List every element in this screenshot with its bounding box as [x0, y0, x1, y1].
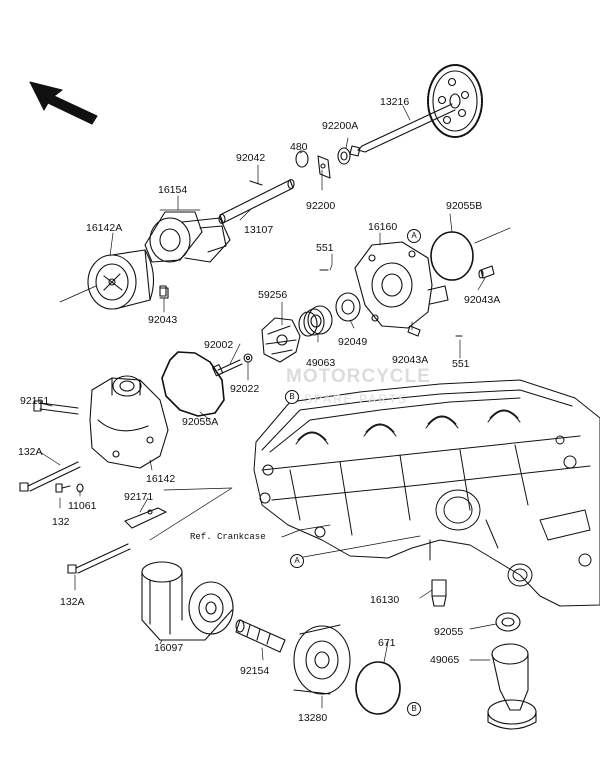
- o-ring-671: [355, 661, 401, 715]
- part-label[interactable]: 49065: [430, 654, 460, 666]
- part-label[interactable]: 92055B: [446, 200, 483, 212]
- part-label[interactable]: 92002: [204, 339, 234, 351]
- part-label[interactable]: 132: [52, 516, 70, 528]
- part-label[interactable]: 92055A: [182, 416, 219, 428]
- watermark-line-2: SPARE PARTS: [304, 392, 409, 406]
- part-label[interactable]: 16130: [370, 594, 400, 606]
- part-label[interactable]: 92151: [20, 395, 50, 407]
- part-label[interactable]: 92043A: [392, 354, 429, 366]
- part-label[interactable]: 16160: [368, 221, 398, 233]
- fitting-16130: [431, 579, 447, 607]
- part-label[interactable]: 49063: [306, 357, 336, 369]
- part-label[interactable]: 92022: [230, 383, 260, 395]
- ref-marker: A: [407, 229, 421, 243]
- part-label[interactable]: 59256: [258, 289, 288, 301]
- part-label[interactable]: 551: [316, 242, 334, 254]
- part-label[interactable]: 16142: [146, 473, 176, 485]
- part-label[interactable]: 92043A: [464, 294, 501, 306]
- part-label[interactable]: 13216: [380, 96, 410, 108]
- seal-49063: [298, 305, 333, 337]
- part-label[interactable]: 16097: [154, 642, 184, 654]
- nipple-92154: [235, 619, 286, 653]
- part-label[interactable]: 671: [378, 637, 396, 649]
- dowel-pins: [159, 265, 495, 337]
- oil-pump-gear-13216: [357, 64, 483, 153]
- bolt-92002: [212, 353, 253, 377]
- pump-cover-16160: [354, 241, 449, 329]
- oil-cooler-13280: [293, 624, 351, 695]
- part-label[interactable]: 92200: [306, 200, 336, 212]
- leader-lines: [39, 105, 511, 709]
- part-label[interactable]: 92171: [124, 491, 154, 503]
- part-label[interactable]: 551: [452, 358, 470, 370]
- bolts: [19, 400, 131, 574]
- ref-marker: B: [285, 390, 299, 404]
- part-label[interactable]: 92043: [148, 314, 178, 326]
- part-label[interactable]: 132A: [18, 446, 43, 458]
- oil-filter-16097: [141, 561, 234, 641]
- part-label[interactable]: 11061: [68, 500, 97, 512]
- part-label[interactable]: 92154: [240, 665, 270, 677]
- part-label[interactable]: 132A: [60, 596, 85, 608]
- o-ring-92055B: [430, 231, 474, 281]
- part-label[interactable]: 92042: [236, 152, 266, 164]
- plate-92171: [124, 507, 167, 529]
- pump-shaft-13107: [218, 178, 295, 225]
- part-label[interactable]: 480: [290, 141, 308, 153]
- ref-marker: B: [407, 702, 421, 716]
- watermark-line-1: MOTORCYCLE: [286, 366, 431, 387]
- part-label[interactable]: 92049: [338, 336, 368, 348]
- strainer-49065: [487, 643, 537, 730]
- part-label[interactable]: 16154: [158, 184, 188, 196]
- crankcase: [253, 379, 600, 607]
- part-label[interactable]: 92055: [434, 626, 464, 638]
- part-label[interactable]: 13107: [244, 224, 274, 236]
- part-label[interactable]: 16142A: [86, 222, 123, 234]
- impeller-59256: [261, 317, 301, 363]
- rotor-16154: [144, 211, 231, 263]
- part-label[interactable]: 13280: [298, 712, 328, 724]
- reference-label: Ref. Crankcase: [190, 532, 266, 542]
- seal-92049: [335, 292, 361, 322]
- part-label[interactable]: 92200A: [322, 120, 359, 132]
- pump-body-16142A: [87, 249, 167, 310]
- o-ring-92055: [495, 612, 521, 632]
- pump-housing-16142: [89, 375, 169, 469]
- o-ring-92055A: [161, 351, 225, 417]
- direction-arrow-icon: [29, 81, 98, 125]
- ref-marker: A: [290, 554, 304, 568]
- washers: [295, 145, 361, 179]
